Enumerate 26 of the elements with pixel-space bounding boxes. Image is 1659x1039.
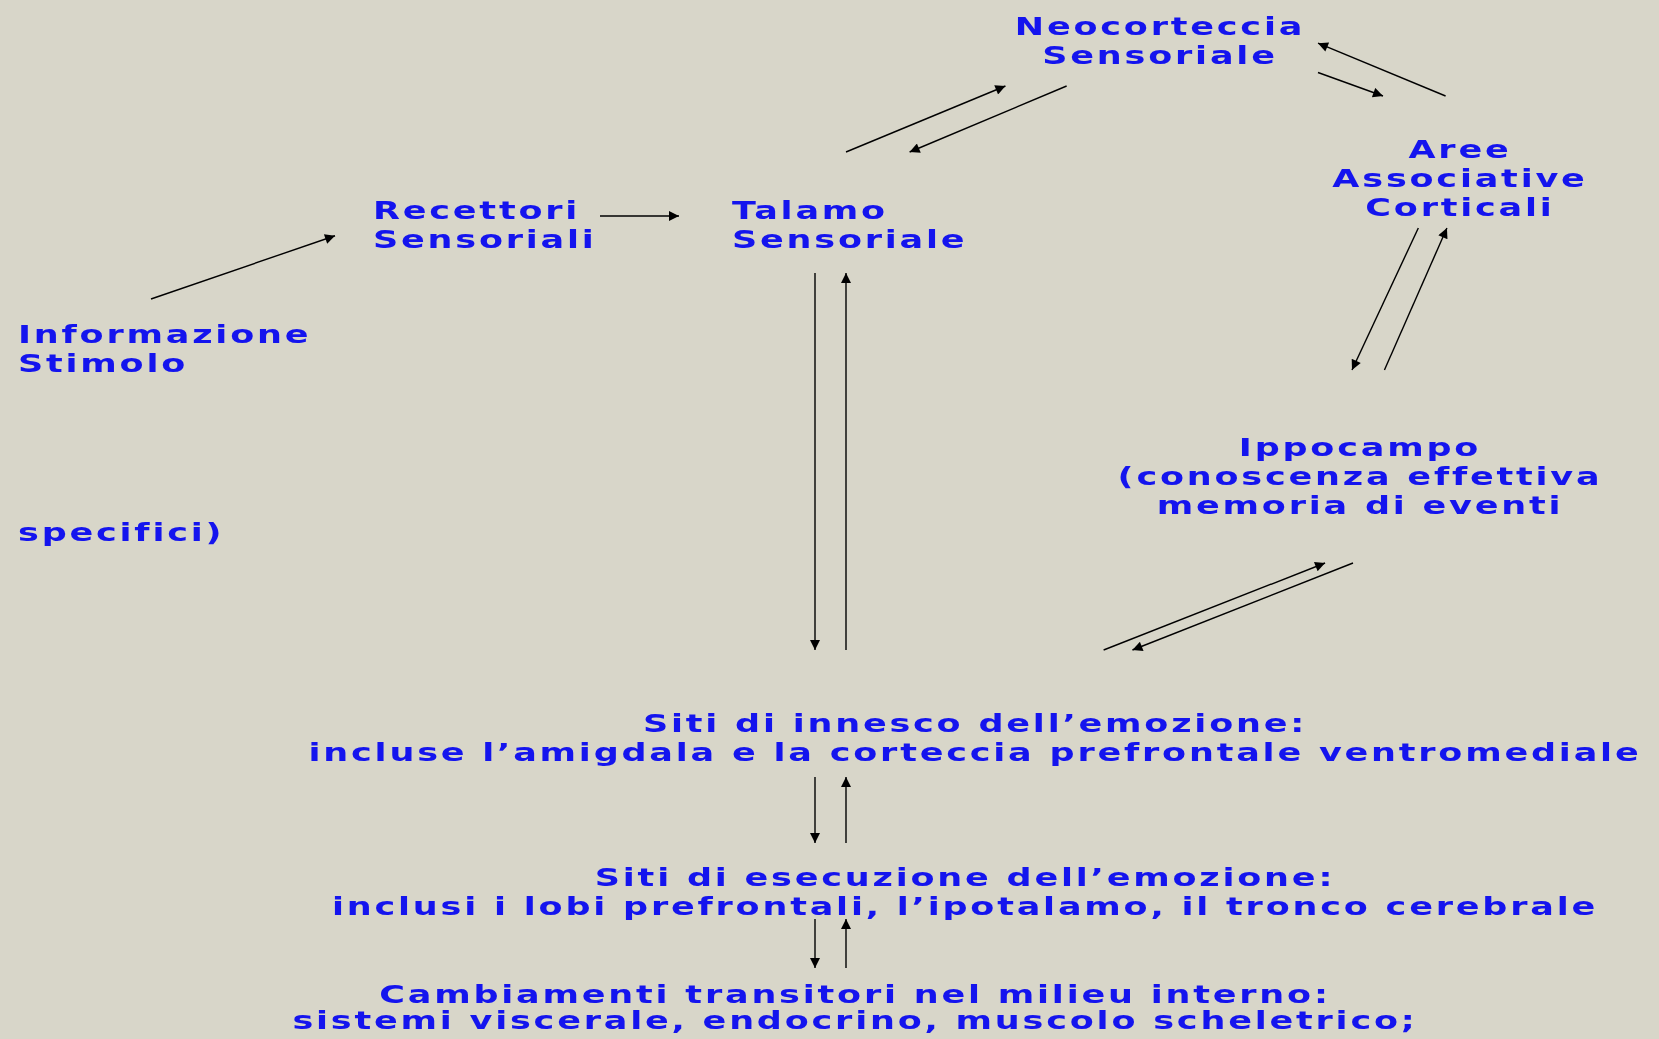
arrow: [908, 85, 1068, 153]
node-text: Neocorteccia Sensoriale: [1013, 12, 1307, 70]
node-text: Recettori Sensoriali: [373, 196, 598, 254]
node-text: Informazione Stimolo: [18, 320, 313, 378]
arrow: [1131, 562, 1354, 651]
node-text: Ippocampo (conoscenza effettiva memoria di eventi: [1116, 433, 1604, 520]
arrow: [150, 234, 336, 300]
arrow: [810, 776, 820, 844]
node-text: Cambiamenti transitori nel milieu interno: sistemi viscerale, endocrino, muscolo scheletrico;: [291, 982, 1419, 1034]
arrow: [599, 211, 680, 221]
arrow: [1102, 562, 1326, 651]
node-text: Aree Associative Corticali: [1331, 135, 1589, 222]
node-text: Talamo Sensoriale: [732, 196, 969, 254]
node-text: Siti di innesco dell’emozione: incluse l’amigdala e la corteccia prefrontale ventromediale: [307, 709, 1643, 767]
arrow: [845, 85, 1007, 153]
arrow: [1317, 42, 1447, 97]
arrow: [841, 776, 851, 844]
arrow: [841, 918, 851, 969]
arrow: [1351, 227, 1420, 371]
arrow: [1383, 227, 1448, 371]
text-label: specifici): [18, 518, 225, 547]
arrow: [841, 272, 851, 651]
arrow: [1317, 71, 1384, 98]
node-text: Siti di esecuzione dell’emozione: inclusi i lobi prefrontali, l’ipotalamo, il tronco cerebrale: [331, 863, 1599, 921]
arrow: [810, 272, 820, 651]
arrow: [810, 918, 820, 969]
